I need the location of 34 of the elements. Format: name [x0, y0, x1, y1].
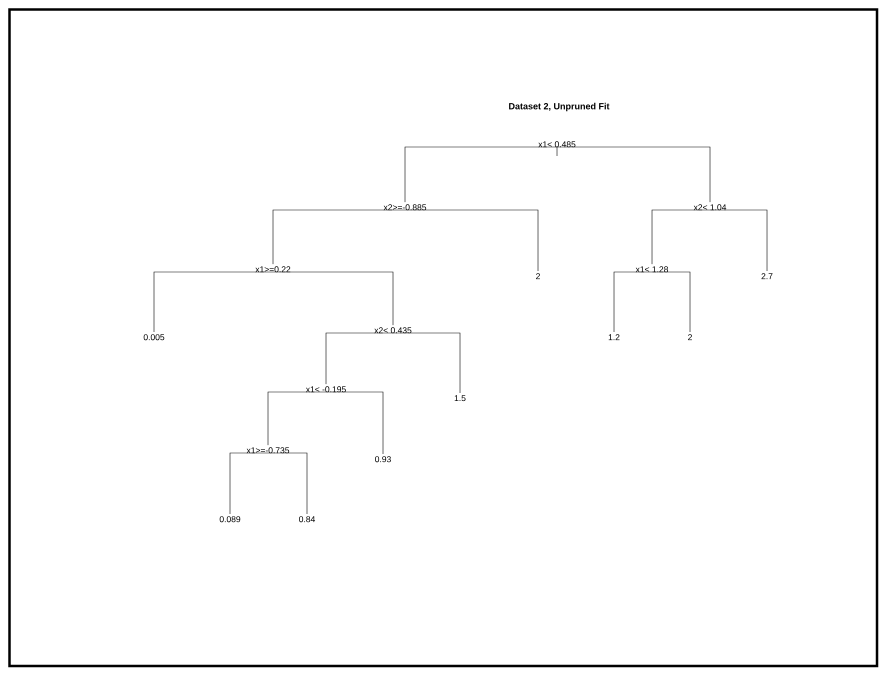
tree-branch: [614, 272, 652, 332]
tree-branch: [404, 210, 538, 272]
leaf-value: 1.5: [454, 395, 466, 402]
tree-branch: [556, 146, 710, 202]
tree-branch: [272, 272, 394, 326]
tree-branch: [230, 452, 268, 514]
leaf-value: 2: [688, 334, 692, 340]
tree-branch: [710, 210, 768, 272]
tree-branch: [272, 210, 406, 264]
split-label: x2>=-0.885: [384, 204, 426, 210]
split-label: x2< 0.435: [374, 327, 412, 334]
tree-branch: [404, 146, 558, 202]
leaf-value: 0.089: [220, 516, 240, 522]
tree-branch: [652, 210, 710, 264]
leaf-value: 0.005: [144, 334, 164, 340]
chart-title: Dataset 2, Unpruned Fit: [509, 102, 610, 112]
split-label: x1>=-0.735: [246, 447, 290, 454]
split-label: x1< 0.485: [538, 141, 576, 148]
tree-branch: [268, 392, 326, 446]
leaf-value: 0.93: [375, 456, 391, 462]
split-label: x2< 1.04: [694, 204, 726, 210]
split-label: x1>=0.22: [255, 266, 290, 272]
leaf-value: 0.84: [299, 516, 316, 522]
tree-branch: [326, 392, 384, 454]
leaf-value: 2.7: [762, 273, 772, 280]
split-label: x1< -0.195: [306, 386, 346, 392]
split-label: x1< 1.28: [636, 266, 668, 272]
tree-branch: [154, 272, 274, 332]
tree-branch: [652, 272, 690, 332]
leaf-value: 2: [536, 273, 540, 280]
leaf-value: 1.2: [608, 334, 620, 340]
tree-branch: [326, 332, 394, 384]
tree-branch: [268, 452, 308, 514]
tree-branch: [392, 332, 460, 394]
